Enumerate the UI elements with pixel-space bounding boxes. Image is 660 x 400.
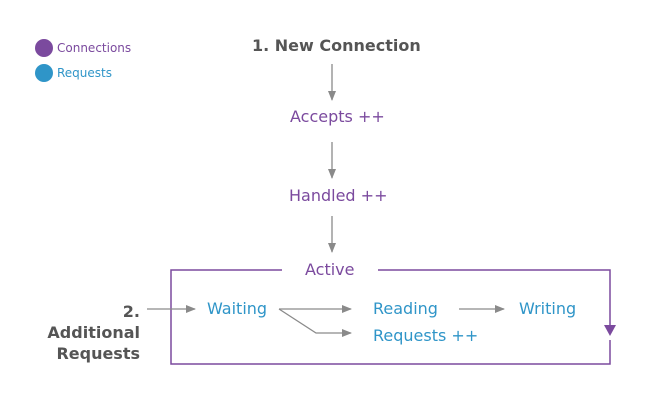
additional-requests-label: 2. Additional Requests — [47, 302, 140, 363]
blue-circle-icon — [35, 64, 53, 82]
legend-requests-label: Requests — [57, 66, 112, 80]
waiting-label: Waiting — [207, 299, 268, 318]
active-box-arrowhead — [604, 325, 616, 336]
legend-requests: Requests — [35, 64, 112, 82]
active-label: Active — [305, 260, 355, 279]
active-box-top-left — [170, 269, 611, 365]
legend-connections-label: Connections — [57, 41, 132, 55]
writing-label: Writing — [519, 299, 577, 318]
arrow-waiting-to-requests — [278, 308, 352, 337]
requests-increment-label: Requests ++ — [373, 326, 479, 345]
purple-circle-icon — [35, 39, 53, 57]
accepts-label: Accepts ++ — [290, 107, 385, 126]
active-box-top-right — [378, 269, 611, 326]
new-connection-label: 1. New Connection — [252, 36, 421, 55]
legend-connections: Connections — [35, 39, 131, 57]
handled-label: Handled ++ — [289, 186, 388, 205]
reading-label: Reading — [373, 299, 438, 318]
